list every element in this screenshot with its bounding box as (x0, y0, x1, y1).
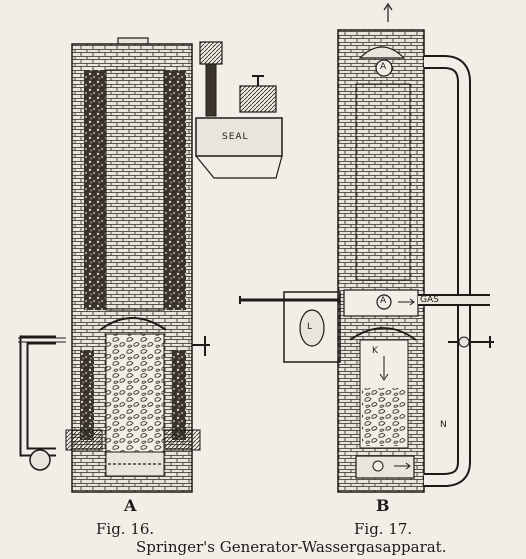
gas-label: GAS (420, 295, 439, 305)
figure-a-letter: A (124, 496, 137, 515)
plate-title: Springer's Generator-Wassergasapparat. (136, 538, 447, 556)
seal-label: SEAL (222, 132, 249, 142)
figure-a-drawing (18, 37, 283, 493)
figure-b-drawing (239, 2, 494, 493)
n-label: N (440, 420, 447, 430)
figure-b-letter: B (376, 496, 390, 515)
k-label: K (372, 346, 378, 356)
valve-a-top-label: A (380, 62, 387, 72)
figure-a-caption: Fig. 16. (96, 520, 155, 538)
valve-a-mid-label: A (380, 296, 387, 306)
l-label: L (307, 322, 313, 332)
figure-b-caption: Fig. 17. (354, 520, 413, 538)
